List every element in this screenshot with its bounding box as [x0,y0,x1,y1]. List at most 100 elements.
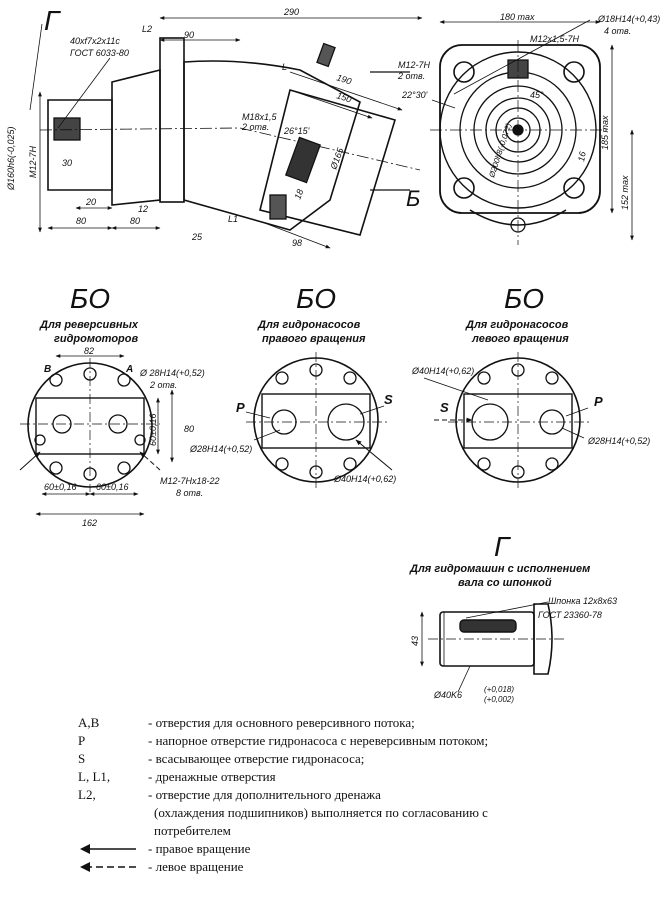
view-g-title: Г [494,531,511,562]
dim-150: 150 [335,90,352,104]
view-g-keyed-shaft [420,601,566,693]
end-view [430,19,634,245]
dim-shaft-dia: Ø160h6(-0,025) [6,126,16,191]
dim-m12: M12-7H [28,145,38,178]
view-b2-caption-2: правого вращения [262,333,366,345]
dim-12: 12 [138,204,148,214]
legend-continuation: потребителем [154,823,231,838]
view-b3-caption-2: левого вращения [471,333,569,345]
spline-gost: ГОСТ 6033-80 [70,48,129,58]
dashed-arrow-icon [80,862,136,872]
dim-m12-holes: 2 отв. [397,71,425,81]
dim-98: 98 [292,238,302,248]
dim-16: 16 [576,151,588,163]
legend-desc: - отверстие для дополнительного дренажа [148,787,381,802]
legend-row: S - всасывающее отверстие гидронасоса; [78,750,638,768]
dim-30: 30 [62,158,72,168]
label-l2: L2 [142,24,152,34]
view-b3-dim-28: Ø28H14(+0,52) [587,436,650,446]
view-b1-dim-82: 82 [84,346,94,356]
section-mark-g: Г [44,5,61,36]
dim-90: 90 [184,30,194,40]
view-b1-dim-60b: 60±0,16 [96,482,128,492]
legend-key: P [78,733,86,748]
view-b2-caption-1: Для гидронасосов [257,319,361,331]
view-g-gost: ГОСТ 23360-78 [538,610,602,620]
spline-spec: 40xf7x2x11c [70,36,120,46]
view-b1-dim-60: 60±0,16 [148,414,158,446]
view-g-caption-2: вала со шпонкой [458,577,552,589]
dim-m12x15: M12x1,5-7H [530,34,580,44]
dim-190: 190 [335,72,352,86]
legend-row: L2, - отверстие для дополнительного дрен… [78,786,638,804]
view-b2-dim-40: Ø40H14(+0,62) [333,474,396,484]
dim-m18-holes: 2 отв. [241,122,269,132]
dim-185max: 185 max [600,115,610,150]
legend-desc: - дренажные отверстия [148,769,276,784]
dim-18h14: Ø18H14(+0,43) [597,14,660,24]
legend-key: L, L1, [78,769,111,784]
view-b-left-rotation [423,352,592,490]
view-b2-title: БO [296,283,336,314]
dim-18h14-holes: 4 отв. [604,26,631,36]
view-b1-label-b: B [44,364,51,375]
legend-row: L, L1, - дренажные отверстия [78,768,638,786]
view-b1-dim-28h14: Ø 28H14(+0,52) [139,368,205,378]
dim-152max: 152 max [620,175,630,210]
view-b2-dim-28: Ø28H14(+0,52) [189,444,252,454]
legend-row-right-rotation: - правое вращение [78,840,638,858]
legend: A,B - отверстия для основного реверсивно… [78,714,638,876]
view-b1-dim-80: 80 [184,424,194,434]
dim-80-a: 80 [76,216,86,226]
legend-row: P - напорное отверстие гидронасоса с нер… [78,732,638,750]
legend-desc: - левое вращение [148,859,244,874]
legend-desc: - отверстия для основного реверсивного п… [148,715,415,730]
dim-angle-26: 26°15' [283,126,310,136]
legend-row: A,B - отверстия для основного реверсивно… [78,714,638,732]
view-b1-dim-m12-holes: 8 отв. [176,488,203,498]
view-g-tol-2: (+0,002) [484,695,514,704]
dim-25: 25 [191,232,203,242]
legend-continuation: (охлаждения подшипников) выполняется по … [154,805,488,820]
side-view [29,16,423,249]
view-b3-caption-1: Для гидронасосов [465,319,569,331]
view-b3-dim-40: Ø40H14(+0,62) [411,366,474,376]
dim-m12-7h: M12-7H [398,60,431,70]
view-b-reversible [19,354,174,516]
dim-angle-22: 22°30' [401,90,428,100]
legend-desc: - напорное отверстие гидронасоса с нерев… [148,733,489,748]
dim-290: 290 [283,7,299,17]
view-g-dim-40k6: Ø40K6 [433,690,462,700]
label-l1: L1 [228,214,238,224]
view-b1-label-a: A [125,364,133,375]
view-b1-dim-162: 162 [82,518,97,528]
dim-m18: M18x1,5 [242,112,278,122]
view-g-dim-43: 43 [410,636,420,646]
legend-key: A,B [78,715,100,730]
view-b1-dim-60a: 60±0,16 [44,482,76,492]
legend-row-left-rotation: - левое вращение [78,858,638,876]
view-b-right-rotation [245,352,393,490]
view-b2-label-p: P [236,400,245,415]
view-b2-label-s: S [384,392,393,407]
view-b1-caption-2: гидромоторов [54,333,138,345]
label-l: L [282,62,287,72]
view-g-tol-1: (+0,018) [484,685,514,694]
view-b1-caption-1: Для реверсивных [39,319,139,331]
view-b1-title: БO [70,283,110,314]
legend-desc: - всасывающее отверстие гидронасоса; [148,751,365,766]
view-g-key: Шпонка 12x8x63 [548,596,617,606]
dim-18: 18 [292,188,305,201]
legend-desc: - правое вращение [148,841,251,856]
section-mark-b: Б [406,186,420,211]
view-b3-label-s: S [440,400,449,415]
view-g-caption-1: Для гидромашин с исполнением [409,563,590,575]
legend-key: L2, [78,787,96,802]
view-b3-title: БO [504,283,544,314]
dim-angle-45: 45° [530,90,544,100]
view-b1-dim-28-holes: 2 отв. [149,380,177,390]
dim-180max: 180 max [500,12,535,22]
view-b3-label-p: P [594,394,603,409]
view-b1-dim-m12: M12-7Hx18-22 [160,476,220,486]
